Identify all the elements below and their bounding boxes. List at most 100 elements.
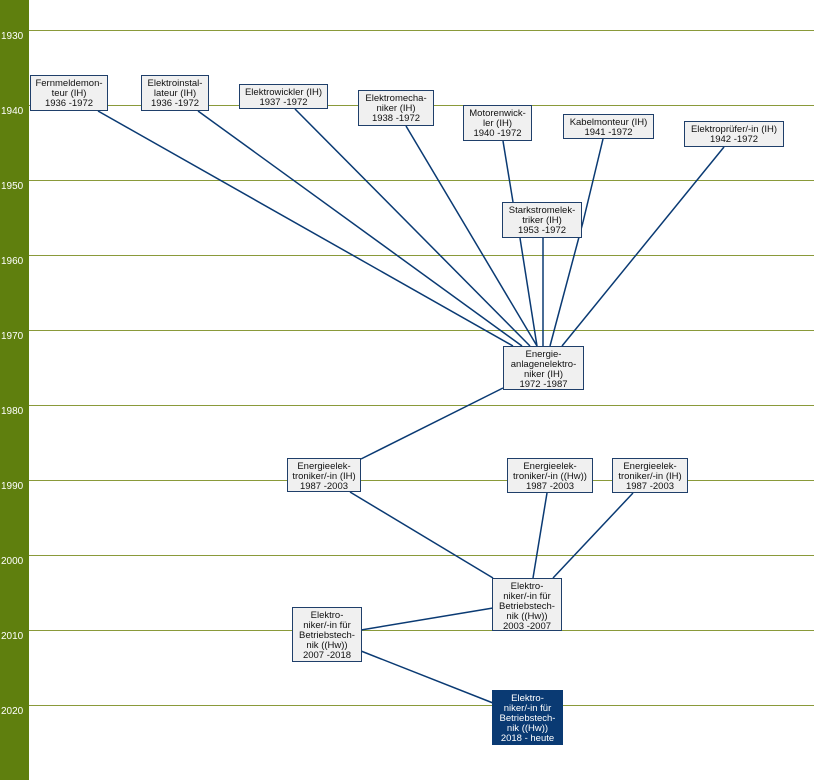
- occupation-node-energieanlagenelektroniker[interactable]: Energie- anlagenelektro- niker (IH) 1972…: [503, 346, 584, 390]
- link-ee-hw-eb2003: [532, 492, 548, 579]
- year-label: 1930: [1, 31, 24, 42]
- link-eb2003-eb2007: [360, 607, 494, 631]
- occupation-node-elektroinstallateur[interactable]: Elektroinstal- lateur (IH) 1936 -1972: [141, 75, 209, 111]
- occupation-node-elektromechaniker[interactable]: Elektromecha- niker (IH) 1938 -1972: [358, 90, 434, 126]
- node-text: niker/-in für: [303, 620, 351, 631]
- node-text: Energieelek-: [297, 461, 351, 472]
- node-text: 1972 -1987: [519, 379, 568, 390]
- node-text: anlagenelektro-: [510, 359, 577, 370]
- node-text: ler (IH): [482, 118, 513, 129]
- link-ee-ih-eb2003: [349, 491, 494, 579]
- year-label: 1960: [1, 256, 24, 267]
- node-text: 1987 -2003: [299, 481, 349, 492]
- node-text: Betriebstech-: [499, 601, 555, 612]
- node-text: lateur (IH): [153, 88, 197, 99]
- node-text: Elektroprüfer/-in (IH): [690, 124, 778, 135]
- node-text: 1987 -2003: [625, 481, 675, 492]
- year-label: 1950: [1, 181, 24, 192]
- node-text: 1942 -1972: [709, 134, 759, 145]
- node-text: Energieelek-: [523, 461, 577, 472]
- occupation-node-energieelektroniker-ih-2[interactable]: Energieelek- troniker/-in (IH) 1987 -200…: [612, 458, 688, 493]
- node-text: Betriebstech-: [299, 630, 355, 641]
- node-text: 2003 -2007: [502, 621, 552, 632]
- node-text: Elektro-: [511, 693, 544, 704]
- year-label: 2010: [1, 631, 24, 642]
- node-text: Elektroinstal-: [147, 78, 203, 89]
- link-wickler-energieanlagen: [294, 108, 531, 347]
- year-gridline: [29, 705, 814, 706]
- link-stark-energieanlagen-a: [519, 237, 538, 347]
- node-text: 1936 -1972: [150, 98, 200, 109]
- node-text: 1937 -1972: [259, 97, 308, 108]
- occupation-node-energieelektroniker-hw[interactable]: Energieelek- troniker/-in ((Hw)) 1987 -2…: [507, 458, 593, 493]
- occupation-node-motorenwickler[interactable]: Motorenwick- ler (IH) 1940 -1972: [463, 105, 532, 141]
- node-text: Motorenwick-: [469, 108, 526, 119]
- node-text: 1953 -1972: [517, 225, 567, 236]
- occupation-node-elektroniker-betriebstechnik-2007[interactable]: Elektro- niker/-in für Betriebstech- nik…: [292, 607, 362, 662]
- node-text: Fernmeldemon-: [35, 78, 103, 89]
- node-text: troniker/-in ((Hw)): [513, 471, 587, 482]
- year-gridline: [29, 330, 814, 331]
- node-text: triker (IH): [522, 215, 562, 226]
- node-text: Elektro-: [310, 610, 344, 621]
- node-text: Kabelmonteur (IH): [569, 117, 648, 128]
- year-gridline: [29, 405, 814, 406]
- occupation-node-starkstromelektriker[interactable]: Starkstromelek- triker (IH) 1953 -1972: [502, 202, 582, 238]
- year-label: 1980: [1, 406, 24, 417]
- occupation-node-fernmeldemonteur[interactable]: Fernmeldemon- teur (IH) 1936 -1972: [30, 75, 108, 111]
- link-mechaniker-energieanlagen: [405, 125, 538, 347]
- occupation-node-elektroniker-betriebstechnik-current[interactable]: Elektro- niker/-in für Betriebstech- nik…: [492, 690, 563, 745]
- link-motoren-stark: [502, 140, 514, 203]
- occupation-node-elektropruefer[interactable]: Elektroprüfer/-in (IH) 1942 -1972: [684, 121, 784, 147]
- node-text: niker/-in für: [503, 703, 552, 714]
- node-text: Elektrowickler (IH): [244, 87, 323, 98]
- node-text: 2007 -2018: [302, 650, 352, 661]
- node-text: niker (IH): [523, 369, 564, 380]
- link-installateur-energieanlagen: [197, 110, 523, 347]
- node-text: nik ((Hw)): [506, 611, 548, 622]
- node-text: 1936 -1972: [44, 98, 94, 109]
- link-kabel: [582, 138, 604, 223]
- node-text: nik ((Hw)): [306, 640, 348, 651]
- year-label: 2000: [1, 556, 24, 567]
- year-gridline: [29, 480, 814, 481]
- node-text: 1941 -1972: [584, 127, 633, 138]
- link-kabel-energieanlagen: [549, 221, 584, 347]
- node-text: Energie-: [525, 349, 562, 360]
- occupation-node-elektrowickler[interactable]: Elektrowickler (IH) 1937 -1972: [239, 84, 328, 109]
- node-text: 1987 -2003: [525, 481, 575, 492]
- year-label: 1970: [1, 331, 24, 342]
- link-fernmelde-energieanlagen: [97, 110, 514, 347]
- timeline-sidebar: [0, 0, 29, 780]
- node-text: 1940 -1972: [473, 128, 522, 139]
- occupation-node-kabelmonteur[interactable]: Kabelmonteur (IH) 1941 -1972: [563, 114, 654, 139]
- occupation-node-elektroniker-betriebstechnik-2003[interactable]: Elektro- niker/-in für Betriebstech- nik…: [492, 578, 562, 632]
- node-text: nik ((Hw)): [506, 723, 549, 734]
- year-gridline: [29, 30, 814, 31]
- node-text: 2018 - heute: [500, 733, 555, 744]
- node-text: niker/-in für: [503, 591, 551, 602]
- node-text: Elektromecha-: [365, 93, 427, 104]
- node-text: 1938 -1972: [371, 113, 421, 124]
- occupation-node-energieelektroniker-ih[interactable]: Energieelek- troniker/-in (IH) 1987 -200…: [287, 458, 361, 492]
- node-text: niker (IH): [376, 103, 416, 114]
- year-gridline: [29, 555, 814, 556]
- node-text: troniker/-in (IH): [292, 471, 356, 482]
- year-label: 1990: [1, 481, 24, 492]
- link-pruefer-energieanlagen: [561, 146, 725, 347]
- year-gridline: [29, 255, 814, 256]
- node-text: Betriebstech-: [499, 713, 556, 724]
- node-text: Energieelek-: [623, 461, 677, 472]
- node-text: troniker/-in (IH): [618, 471, 682, 482]
- node-text: Elektro-: [510, 581, 544, 592]
- year-gridline: [29, 630, 814, 631]
- link-energieanlagen-ee-ih: [360, 387, 504, 460]
- link-ee-ih2-eb2003: [552, 492, 634, 579]
- year-label: 1940: [1, 106, 24, 117]
- year-gridline: [29, 180, 814, 181]
- link-eb2007-eb2018: [360, 650, 494, 704]
- node-text: Starkstromelek-: [508, 205, 576, 216]
- year-label: 2020: [1, 706, 24, 717]
- node-text: teur (IH): [51, 88, 87, 99]
